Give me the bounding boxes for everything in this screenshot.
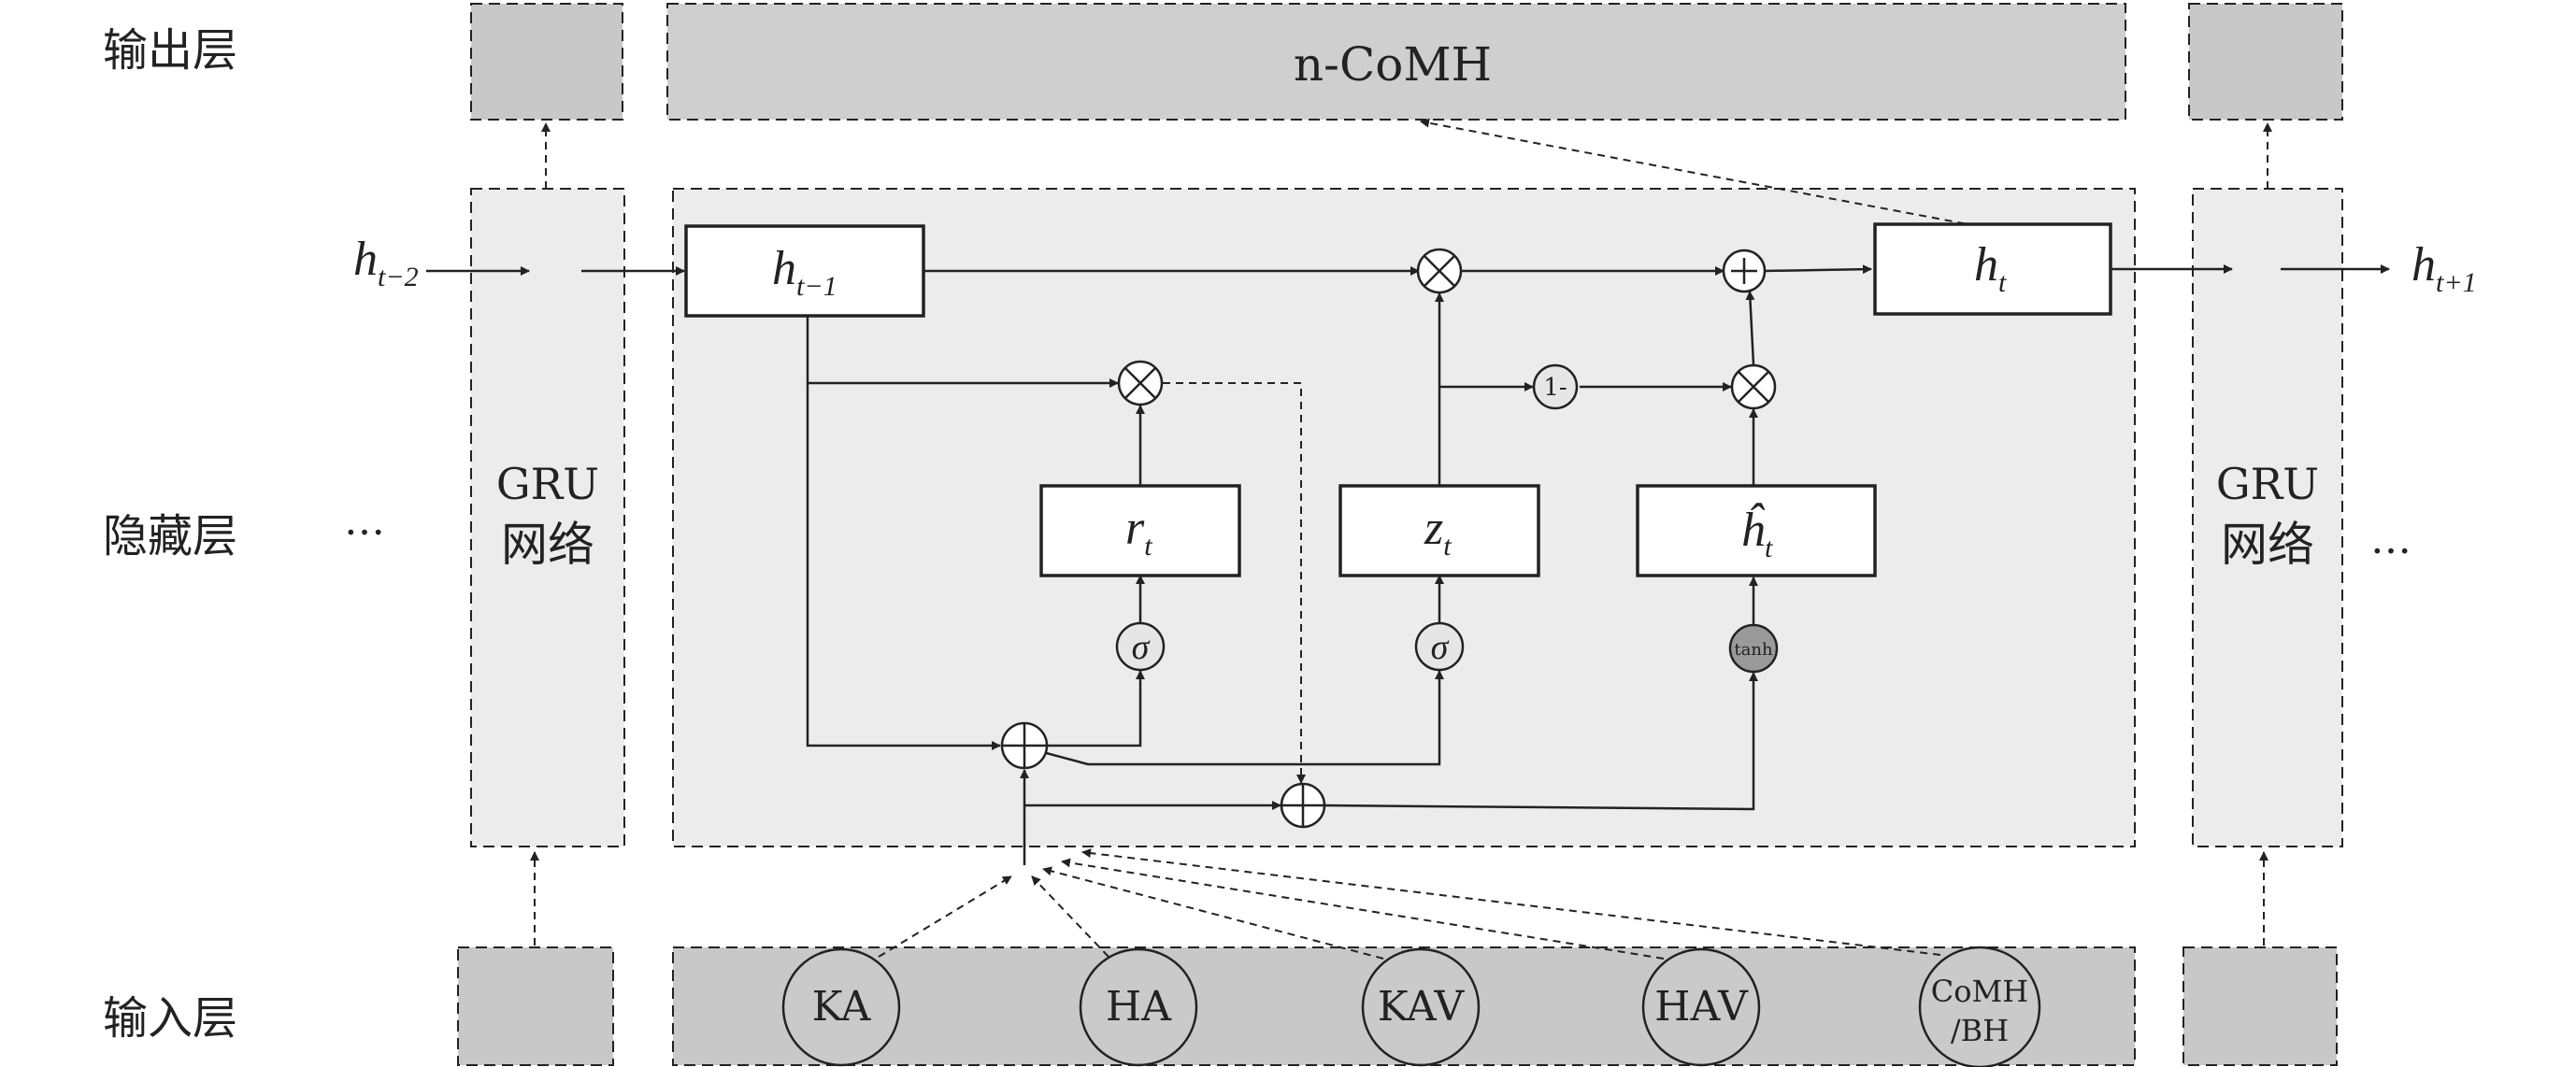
input-node-ha-label: HA [1106,983,1172,1031]
dashed-from-ka [878,875,1012,958]
gru-right-line1: GRU [2216,459,2319,509]
sigma-icon-update [1414,621,1465,672]
input-node-hav [1641,947,1761,1067]
gru-left-line2: 网络 [501,518,594,572]
state-prev2: ht−2 [353,233,419,292]
gru-right-line2: 网络 [2221,518,2314,572]
input-box-left [457,946,614,1066]
hidden-layer-label: 隐藏层 [103,510,237,562]
input-node-ka-label: KA [812,983,872,1031]
update-gate-label: zt [1424,502,1452,562]
reset-gate-box [1039,484,1241,577]
gru-network-right [2192,188,2343,847]
sigma-update-label: σ [1431,628,1450,667]
candidate-box [1636,484,1877,577]
add-icon-top [1722,249,1767,293]
state-curr-box [1873,222,2112,316]
reset-gate-label: rt [1125,502,1152,562]
state-prev1-label: ht−1 [772,242,837,302]
dashed-reset-to-add2 [1163,382,1306,784]
input-node-comh-label: CoMH [1931,974,2028,1009]
ellipsis-left: … [344,497,385,545]
input-node-kav-label: KAV [1378,983,1466,1031]
dashed-from-comh-bh [1081,848,1941,956]
candidate-label: ĥt [1740,502,1773,563]
input-node-comh-bh [1918,946,2041,1067]
output-box-left [470,3,623,121]
line-add1-to-sigma-z [1038,670,1444,766]
dashed-from-ha [1031,875,1109,958]
line-add2-to-tanh [1323,672,1758,811]
state-curr-label: ht [1974,238,2007,298]
gru-network-left [470,188,625,847]
sigma-icon-reset [1115,621,1166,672]
dashed-ht-to-output [1420,118,1979,227]
input-node-bh-label: /BH [1951,1013,2009,1048]
multiply-icon-reset [1117,360,1164,406]
line-prev1-down [806,316,1001,750]
input-layer-label: 输入层 [103,992,237,1045]
input-box-right [2182,946,2338,1066]
dashed-from-kav [1042,866,1384,960]
input-node-kav [1361,947,1481,1067]
output-label: n-CoMH [1294,37,1492,92]
output-box-main [666,3,2126,121]
state-prev1-box [684,224,925,318]
input-node-ha [1079,947,1198,1067]
line-add1-to-sigma-r [1047,670,1145,747]
output-layer-label: 输出层 [103,24,237,77]
add-icon-inputs-2 [1280,782,1326,829]
line-add-to-ht [1764,264,1872,275]
input-node-ka [781,947,901,1067]
update-gate-box [1338,484,1540,577]
multiply-icon-candidate [1730,363,1777,410]
state-next: ht+1 [2411,238,2477,298]
gru-left-line1: GRU [496,459,599,509]
output-box-right [2188,3,2343,121]
tanh-icon [1728,623,1779,674]
input-node-hav-label: HAV [1654,983,1749,1031]
multiply-icon-top [1416,248,1463,294]
tanh-label: tanh [1734,640,1773,660]
one-minus-icon [1532,363,1579,410]
dashed-from-hav [1061,858,1665,960]
sigma-reset-label: σ [1132,628,1151,667]
ellipsis-right: … [2370,516,2411,563]
one-minus-label: 1- [1543,374,1567,402]
line-multiply-to-top-add [1745,291,1755,365]
add-icon-inputs-1 [1000,721,1049,770]
